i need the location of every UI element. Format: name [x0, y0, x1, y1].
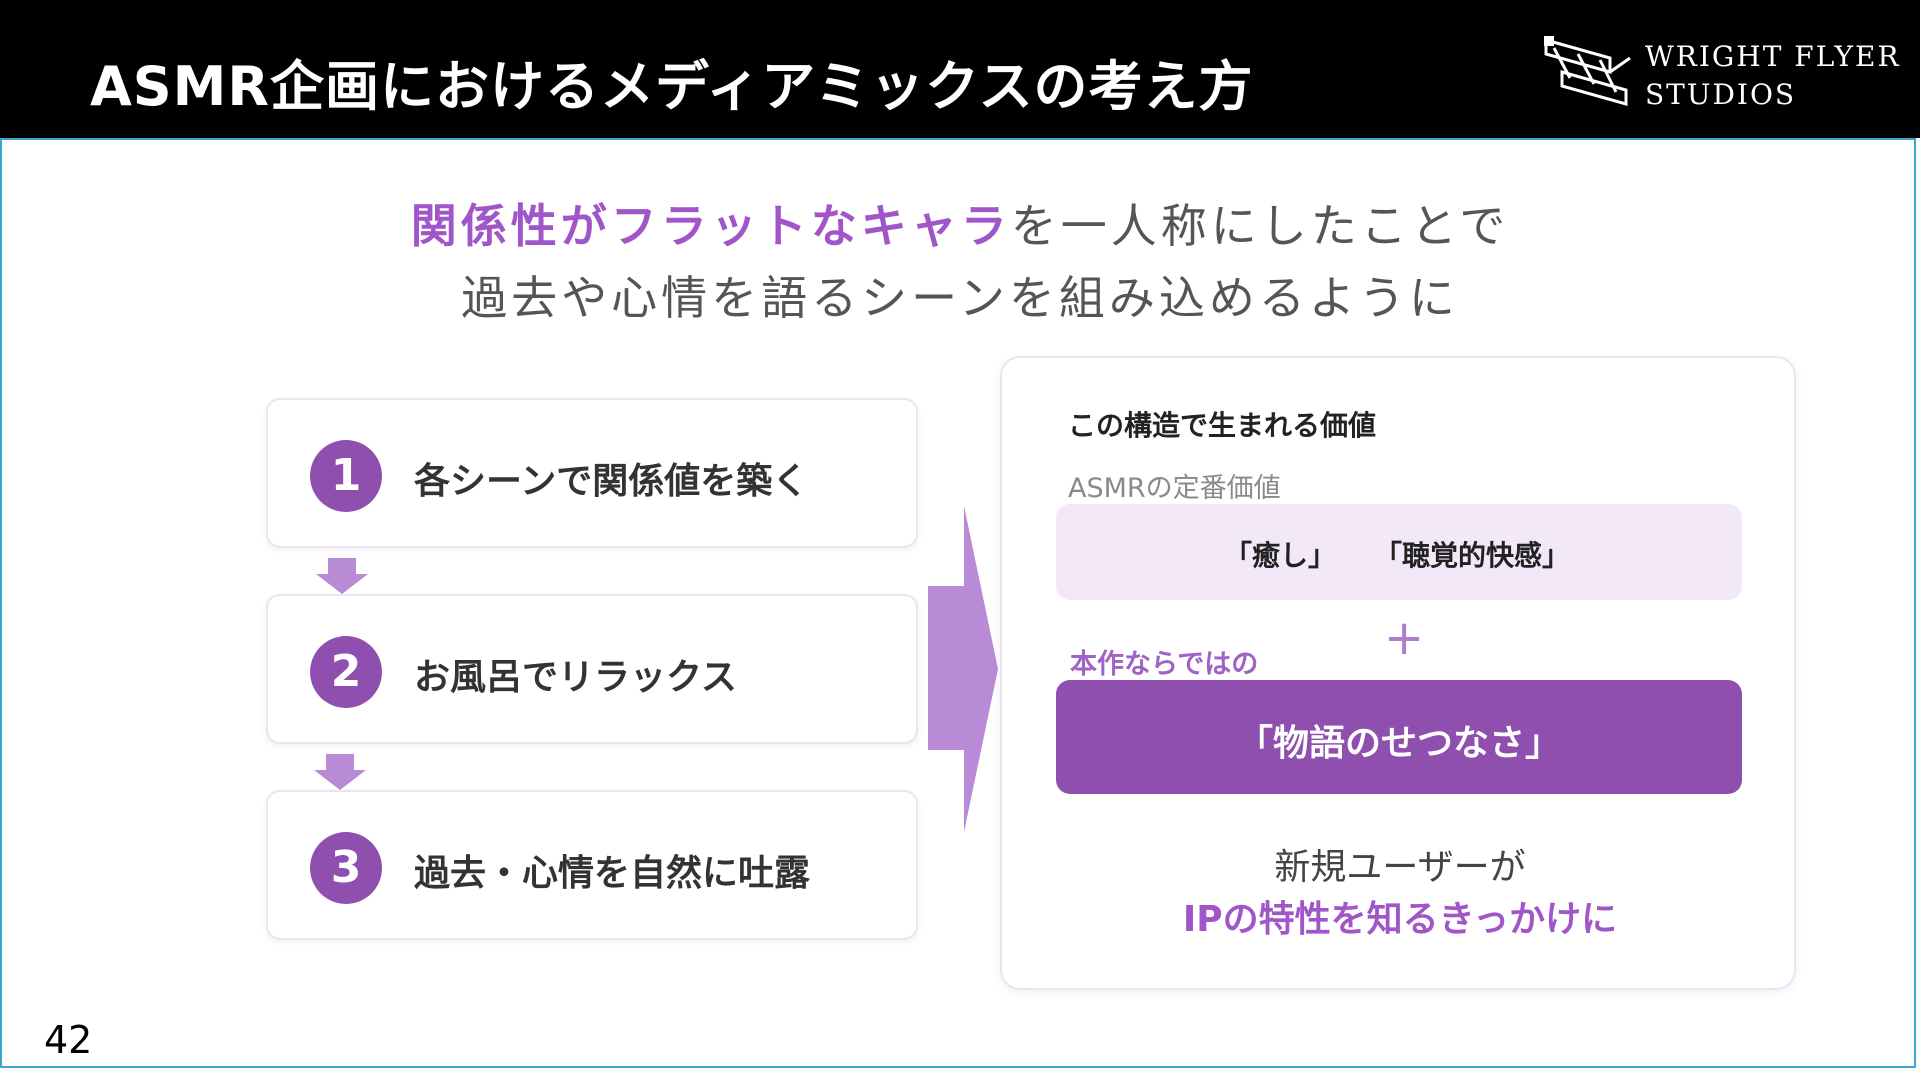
slide-title: ASMR企画におけるメディアミックスの考え方 — [90, 55, 1254, 118]
step-card-1: 1 各シーンで関係値を築く — [266, 398, 918, 548]
wright-flyer-plane-icon — [1544, 36, 1631, 106]
value-panel: この構造で生まれる価値 ASMRの定番価値 「癒し」 「聴覚的快感」 + 本作な… — [1000, 356, 1796, 990]
headline-line-1-rest: を一人称にしたことで — [1010, 199, 1510, 253]
step-card-3: 3 過去・心情を自然に吐露 — [266, 790, 918, 940]
right-arrow-icon — [928, 506, 998, 832]
slide-header: ASMR企画におけるメディアミックスの考え方 WRIGHT FLYER STUD… — [0, 0, 1920, 138]
unique-value-box: 「物語のせつなさ」 — [1056, 680, 1742, 794]
down-arrow-icon — [316, 558, 368, 594]
slide-frame — [0, 138, 1916, 1068]
headline-line-2: 過去や心情を語るシーンを組み込めるように — [461, 271, 1459, 325]
step-card-2: 2 お風呂でリラックス — [266, 594, 918, 744]
standard-value-box: 「癒し」 「聴覚的快感」 — [1056, 504, 1742, 600]
headline-line-1: 関係性がフラットなキャラを一人称にしたことで — [0, 190, 1920, 256]
result-line-1: 新規ユーザーが — [1274, 847, 1526, 888]
page-number: 42 — [44, 1018, 93, 1062]
step-number-1: 1 — [310, 440, 382, 512]
result-line-2: IPの特性を知るきっかけに — [1182, 899, 1618, 940]
logo-line-2: STUDIOS — [1645, 78, 1797, 111]
unique-value-text: 「物語のせつなさ」 — [1236, 723, 1561, 764]
standard-value-item: 「聴覚的快感」 — [1374, 539, 1571, 572]
step-number-2: 2 — [310, 636, 382, 708]
logo-text: WRIGHT FLYER STUDIOS — [1645, 38, 1901, 114]
standard-value-item: 「癒し」 — [1224, 539, 1337, 572]
down-arrow-icon — [314, 754, 366, 790]
headline-accent: 関係性がフラットなキャラ — [410, 199, 1011, 253]
company-logo: WRIGHT FLYER STUDIOS — [1540, 28, 1900, 111]
step-label-2: お風呂でリラックス — [414, 657, 737, 698]
step-label-3: 過去・心情を自然に吐露 — [414, 853, 811, 894]
logo-line-1: WRIGHT FLYER — [1645, 40, 1901, 73]
step-number-3: 3 — [310, 832, 382, 904]
plus-icon: + — [1384, 610, 1425, 666]
panel-title: この構造で生まれる価値 — [1068, 409, 1377, 442]
standard-value-label: ASMRの定番価値 — [1068, 473, 1281, 504]
step-label-1: 各シーンで関係値を築く — [414, 461, 809, 502]
unique-value-label: 本作ならではの — [1070, 649, 1259, 680]
